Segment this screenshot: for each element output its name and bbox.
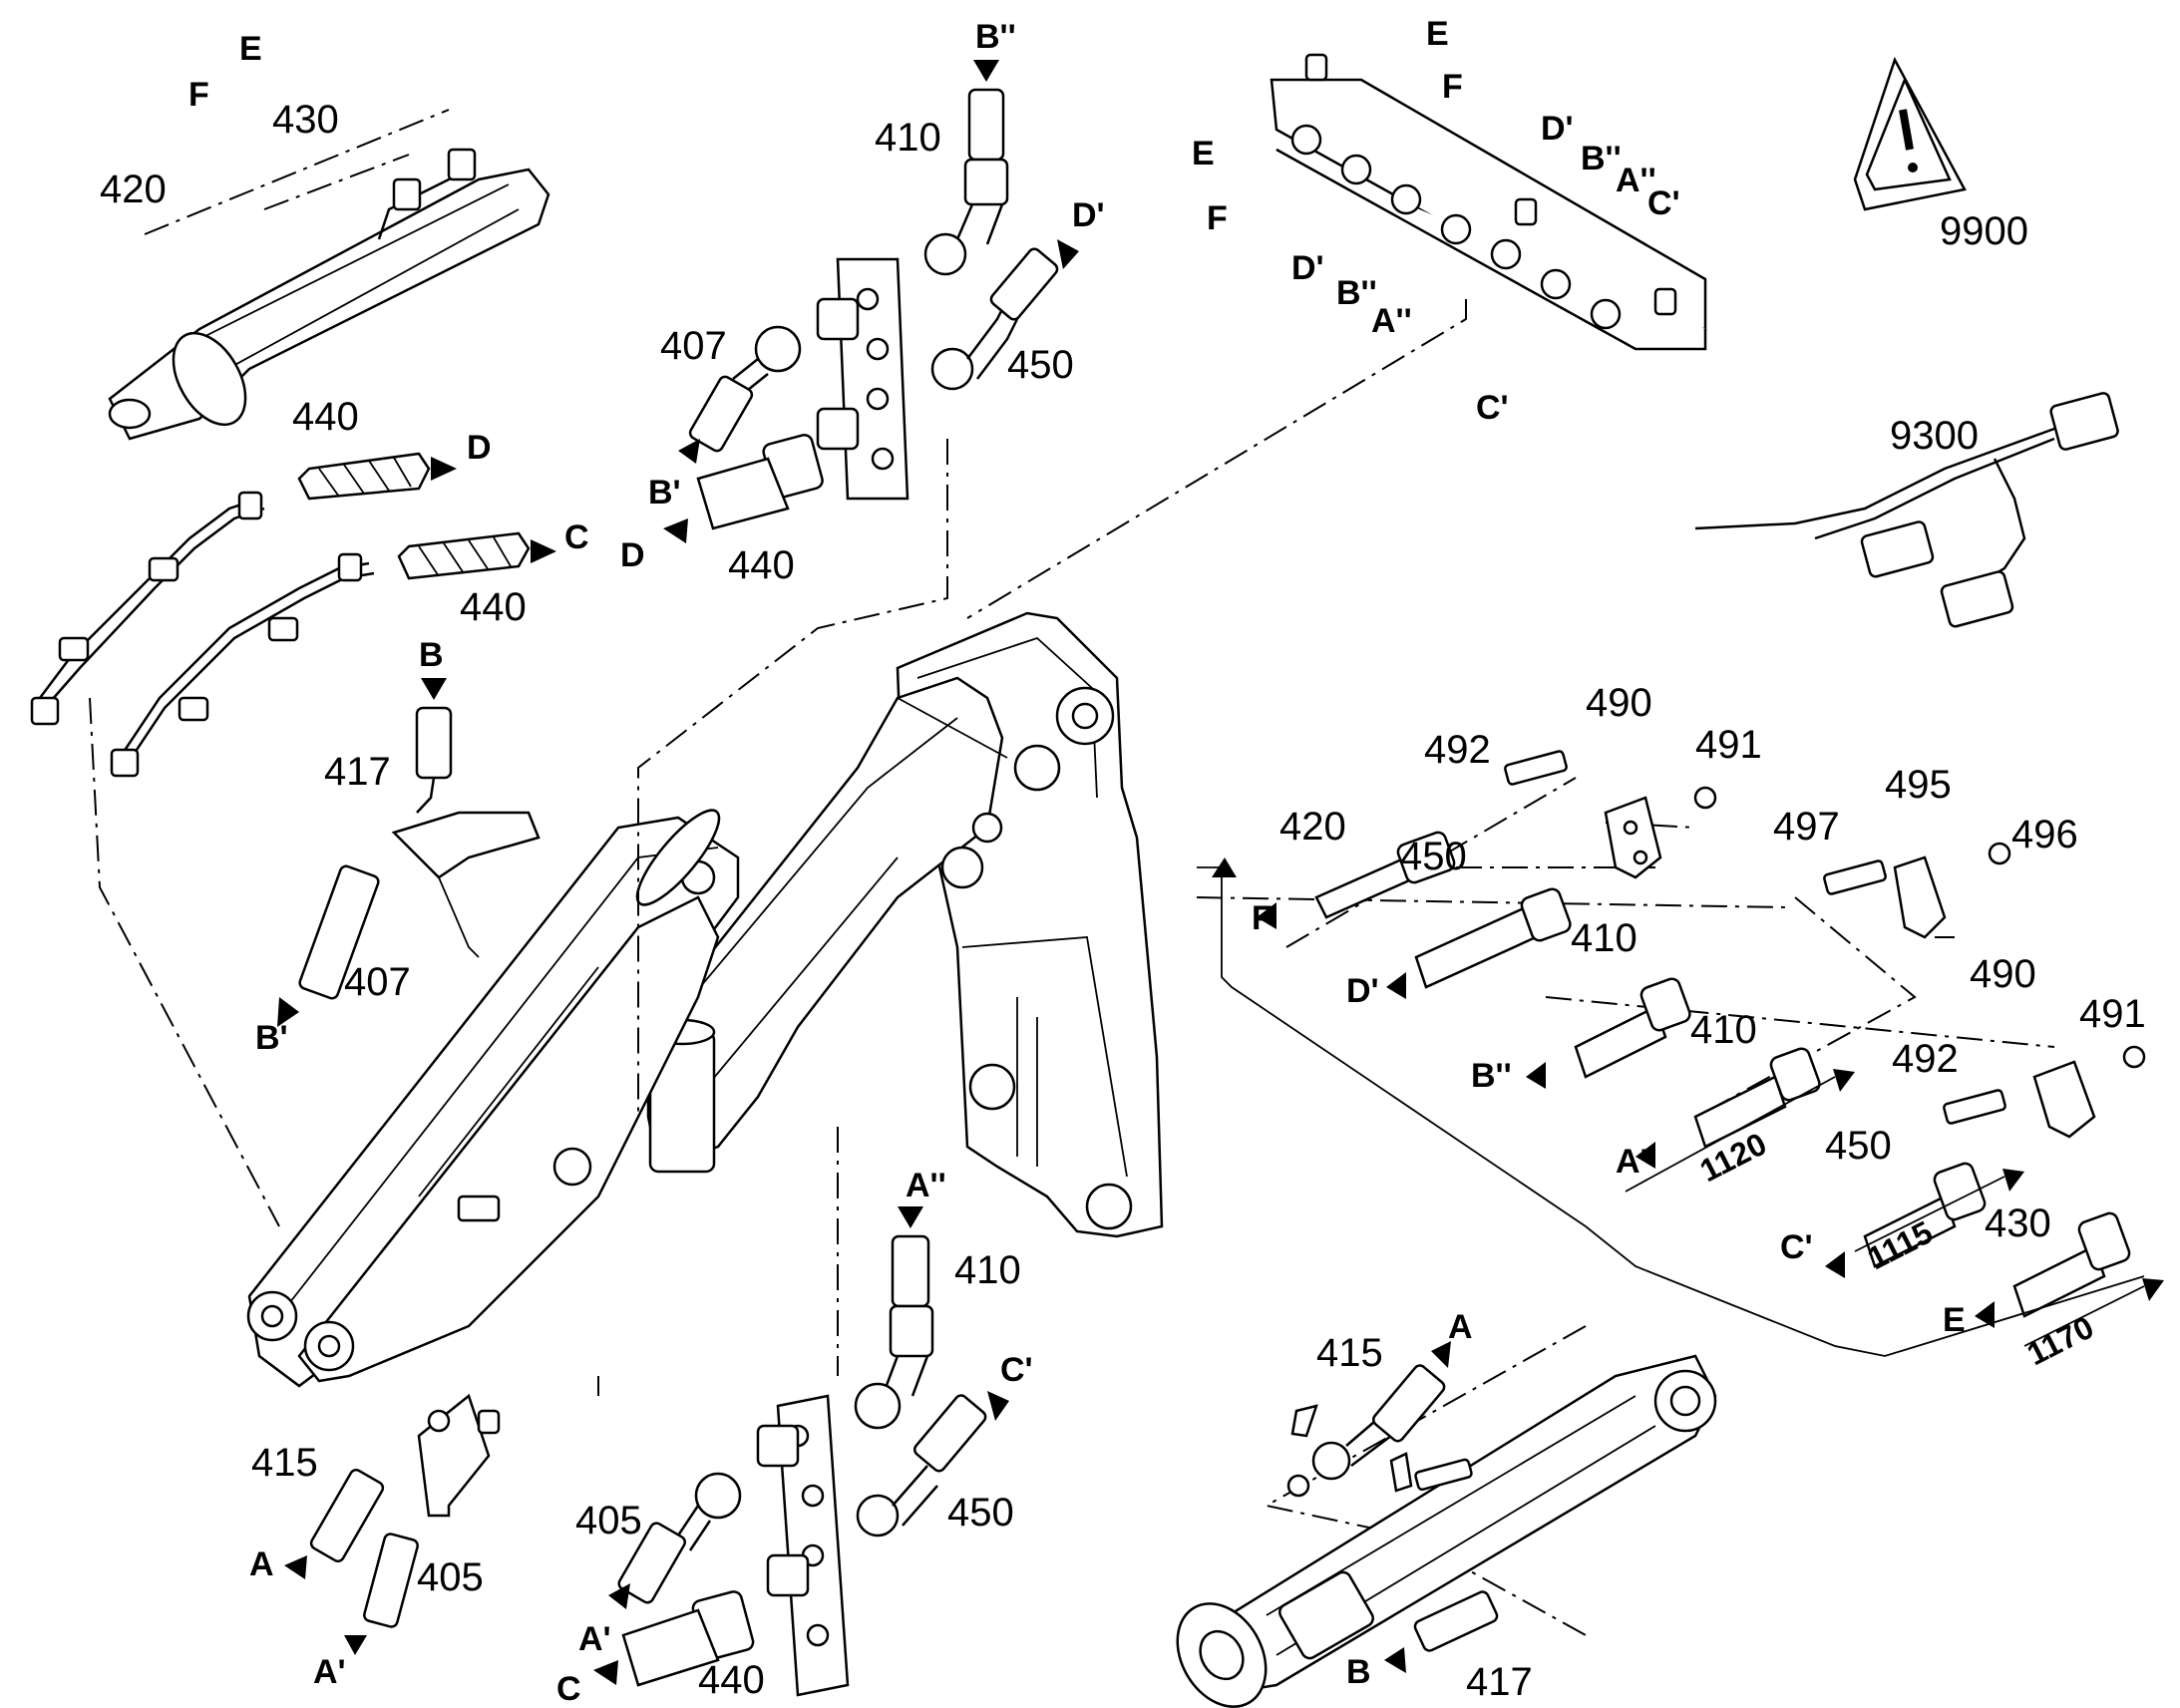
letter-B: B (1346, 1653, 1371, 1691)
letter-E: E (239, 30, 262, 68)
label-440: 440 (292, 395, 359, 439)
label-410: 410 (1690, 1008, 1757, 1052)
letter-C-prime: C' (1476, 389, 1509, 427)
label-450: 450 (1825, 1124, 1892, 1168)
valve-block-bottom (593, 1206, 1009, 1697)
label-430: 430 (272, 98, 339, 142)
bracket-415-405 (284, 1393, 501, 1655)
letter-C: C (564, 518, 589, 556)
warning-sign-9900 (1853, 56, 1967, 211)
letter-D-prime: D' (1291, 249, 1324, 287)
label-496: 496 (2011, 813, 2078, 856)
label-407: 407 (660, 324, 727, 368)
letter-A-prime: A' (578, 1620, 611, 1658)
label-417: 417 (1466, 1660, 1533, 1704)
letter-A-double-prime: A'' (1371, 302, 1412, 340)
label-420: 420 (100, 168, 167, 211)
letter-B: B (419, 636, 444, 674)
part-number-labels: 420 430 440 440 410 407 450 440 9900 930… (100, 98, 2146, 1704)
valve-block-top (663, 60, 1079, 543)
label-492: 492 (1892, 1037, 1959, 1081)
letter-D-prime: D' (1346, 972, 1379, 1010)
label-417: 417 (324, 750, 391, 794)
letter-C-prime: C' (1000, 1351, 1033, 1389)
letter-F: F (1252, 899, 1272, 937)
letter-B-double-prime: B'' (1336, 274, 1377, 312)
letter-A-double-prime: A'' (1616, 162, 1656, 199)
label-490: 490 (1586, 681, 1652, 725)
label-440: 440 (698, 1658, 765, 1702)
label-410: 410 (954, 1248, 1021, 1292)
label-415: 415 (251, 1441, 318, 1485)
letter-E: E (1426, 15, 1449, 53)
letter-B-double-prime: B'' (975, 18, 1016, 56)
label-420: 420 (1279, 805, 1346, 849)
letter-E: E (1192, 135, 1215, 172)
letter-C-prime: C' (1780, 1228, 1813, 1266)
letter-F: F (1442, 68, 1463, 106)
label-491: 491 (1695, 723, 1762, 767)
label-407: 407 (344, 960, 411, 1004)
label-430: 430 (1985, 1201, 2051, 1245)
letter-D-prime: D' (1072, 196, 1105, 234)
label-490: 490 (1970, 952, 2036, 996)
clamp-bar-top (1270, 53, 1707, 351)
letter-B-prime: B' (255, 1019, 288, 1057)
label-415: 415 (1316, 1331, 1383, 1375)
label-450: 450 (947, 1491, 1014, 1535)
letter-D: D (467, 429, 492, 467)
label-405: 405 (575, 1499, 642, 1542)
label-9300: 9300 (1890, 414, 1979, 458)
letter-B-prime: B' (648, 474, 681, 512)
label-495: 495 (1885, 763, 1952, 807)
boom-assembly (246, 611, 1164, 1388)
letter-A-prime: A' (313, 1653, 346, 1691)
letter-A: A (1448, 1308, 1473, 1346)
label-440: 440 (728, 543, 795, 587)
letter-D-prime: D' (1541, 110, 1574, 148)
label-491: 491 (2079, 992, 2146, 1036)
letter-E: E (1943, 1301, 1966, 1339)
label-410: 410 (1571, 916, 1637, 960)
dimension-lines (1197, 857, 2164, 1357)
cable-harness-9300 (1694, 392, 2119, 628)
hose-417-407-left (277, 678, 541, 1027)
letter-B-double-prime: B'' (1581, 140, 1622, 177)
letter-F: F (188, 76, 209, 114)
letter-C: C (556, 1670, 581, 1708)
letter-F: F (1207, 199, 1228, 237)
label-9900: 9900 (1940, 209, 2028, 253)
label-450: 450 (1007, 343, 1074, 387)
label-497: 497 (1773, 805, 1840, 849)
lift-cylinder-bottom (1176, 1341, 1717, 1708)
label-450: 450 (1400, 835, 1467, 878)
connection-letter-labels: F E D C B'' D' B' D E F E F D' B'' A'' C… (188, 15, 1966, 1708)
letter-A-double-prime: A'' (1616, 1143, 1656, 1181)
lift-cylinder-top (108, 148, 550, 441)
letter-C-prime: C' (1647, 184, 1680, 222)
letter-B-double-prime: B'' (1471, 1057, 1512, 1095)
letter-A: A (249, 1545, 274, 1583)
tube-assembly-left (30, 452, 556, 778)
label-410: 410 (875, 116, 941, 160)
dimension-labels: 1120 1115 1170 (1694, 1126, 2099, 1373)
dimension-1170: 1170 (2021, 1309, 2099, 1373)
label-492: 492 (1424, 728, 1491, 772)
letter-D: D (620, 536, 645, 574)
letter-A-double-prime: A'' (906, 1167, 946, 1204)
right-exploded-parts (1257, 750, 2146, 1328)
leader-lines (89, 109, 2055, 1636)
label-405: 405 (417, 1555, 484, 1599)
label-440: 440 (460, 585, 527, 629)
